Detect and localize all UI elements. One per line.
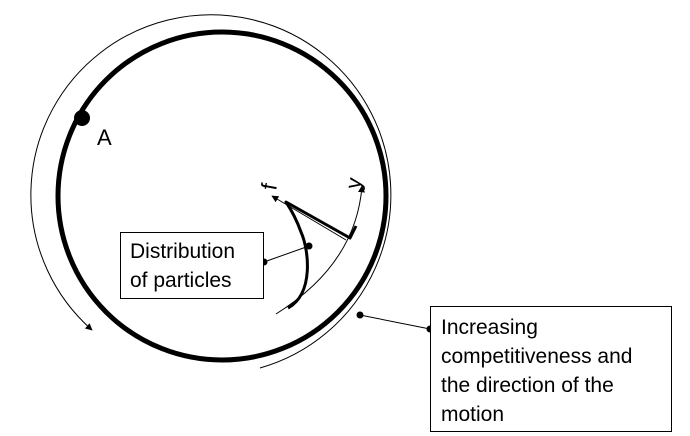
competitiveness-leader-start-dot: [356, 311, 364, 319]
point-a-marker: [74, 110, 90, 126]
competitiveness-callout-line-1: Increasing: [441, 316, 538, 339]
competitiveness-callout-line-4: motion: [441, 403, 505, 426]
distribution-callout-line-1: Distribution: [130, 240, 236, 263]
distribution-leader-end-dot: [305, 242, 313, 250]
distribution-callout-box: Distribution of particles: [120, 232, 264, 299]
f-axis-label: f: [256, 181, 282, 192]
main-circle: [55, 29, 389, 363]
y-axis-arc: [275, 185, 366, 315]
competitiveness-callout-line-3: the direction of the: [441, 374, 614, 397]
competitiveness-callout-line-2: competitiveness and: [441, 345, 633, 368]
point-a-label: A: [97, 125, 112, 150]
distribution-curve: [284, 200, 358, 310]
outer-motion-arc: [30, 14, 392, 369]
distribution-callout-line-2: of particles: [130, 269, 232, 292]
distribution-leader-line: [263, 245, 310, 263]
competitiveness-leader-line: [359, 314, 431, 330]
competitiveness-callout-box: Increasing competitiveness and the direc…: [430, 306, 672, 432]
f-axis-line: [271, 195, 347, 241]
y-axis-label: y: [340, 176, 367, 191]
